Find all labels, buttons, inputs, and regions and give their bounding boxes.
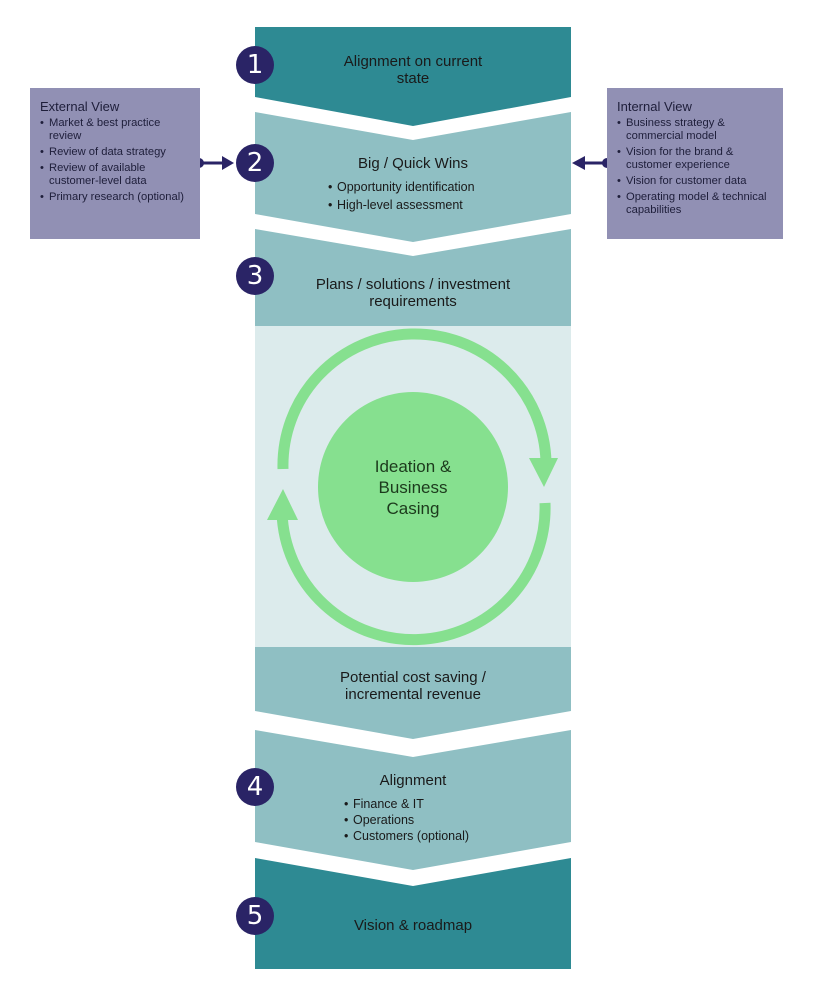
external-view-list: Market & best practice review Review of … (40, 117, 190, 204)
step-2-number: 2 (236, 144, 274, 182)
step-3-block (255, 229, 571, 326)
potential-block (255, 647, 571, 739)
step-2-block (255, 112, 571, 242)
cycle-arrowhead-left (267, 489, 298, 520)
list-item: Opportunity identification (328, 180, 475, 195)
cycle-arrow-top (277, 328, 552, 470)
step-4-bullets: Finance & IT Operations Customers (optio… (344, 797, 469, 845)
list-item: Primary research (optional) (40, 191, 190, 204)
step-2-bullets: Opportunity identification High-level as… (328, 180, 475, 216)
list-item: Vision for the brand & customer experien… (617, 146, 773, 172)
step-5-number: 5 (236, 897, 274, 935)
internal-view-box: Internal View Business strategy & commer… (607, 88, 783, 239)
list-item: Business strategy & commercial model (617, 117, 773, 143)
external-view-box: External View Market & best practice rev… (30, 88, 200, 239)
cycle-arrow-bottom (276, 502, 551, 646)
step-1-number: 1 (236, 46, 274, 84)
ideation-label-text: Ideation & Business Casing (374, 456, 452, 518)
list-item: Operations (344, 813, 469, 828)
internal-view-title: Internal View (617, 99, 692, 114)
step-4-number: 4 (236, 768, 274, 806)
step-3-number: 3 (236, 257, 274, 295)
ideation-label: Ideation & Business Casing (318, 394, 508, 580)
step-1-title: Alignment on current state (343, 53, 483, 87)
list-item: Customers (optional) (344, 829, 469, 844)
list-item: Vision for customer data (617, 175, 773, 188)
list-item: Review of data strategy (40, 146, 190, 159)
potential-title: Potential cost saving / incremental reve… (340, 669, 486, 703)
list-item: Finance & IT (344, 797, 469, 812)
external-connector-arrowhead (222, 156, 234, 170)
step-4-title: Alignment (379, 772, 447, 789)
list-item: Market & best practice review (40, 117, 190, 143)
list-item: Operating model & technical capabilities (617, 191, 773, 217)
cycle-arrowhead-right (529, 458, 558, 487)
external-view-title: External View (40, 99, 120, 114)
step-5-block (255, 858, 571, 969)
list-item: High-level assessment (328, 198, 475, 213)
step-2-title: Big / Quick Wins (357, 155, 469, 172)
ideation-circle (318, 392, 508, 582)
internal-connector-arrowhead (572, 156, 585, 170)
internal-view-list: Business strategy & commercial model Vis… (617, 117, 773, 217)
list-item: Review of available customer-level data (40, 162, 190, 188)
step-5-title: Vision & roadmap (353, 917, 473, 934)
step-3-title: Plans / solutions / investment requireme… (315, 276, 511, 310)
step-1-block (255, 27, 571, 126)
